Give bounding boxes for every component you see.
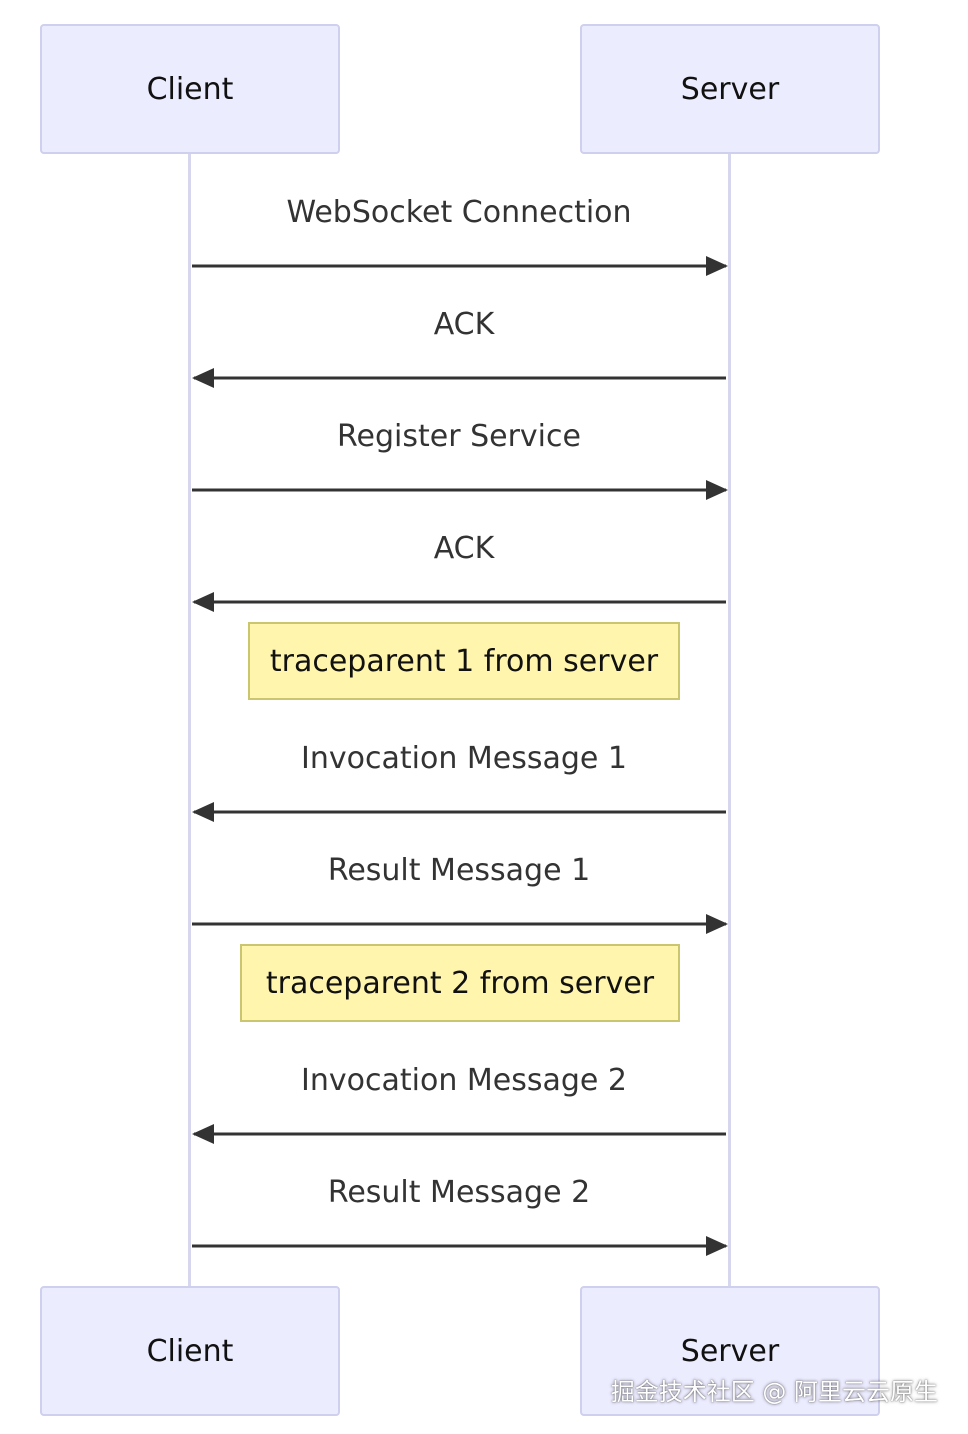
arrowhead-icon xyxy=(192,802,214,822)
message-label: ACK xyxy=(433,531,495,566)
server-actor-label: Server xyxy=(680,71,780,107)
arrowhead-icon xyxy=(706,914,728,934)
message-label: Result Message 2 xyxy=(327,1175,591,1210)
arrowhead-icon xyxy=(192,1124,214,1144)
message-label: Invocation Message 1 xyxy=(301,741,627,776)
client-actor-bottom: Client xyxy=(40,1286,340,1416)
note-text: traceparent 1 from server xyxy=(269,643,659,679)
arrowhead-icon xyxy=(192,592,214,612)
arrowhead-icon xyxy=(706,480,728,500)
note-text: traceparent 2 from server xyxy=(265,965,655,1001)
message-label: Register Service xyxy=(337,419,581,454)
client-actor-label: Client xyxy=(146,1333,234,1369)
server-lifeline xyxy=(728,154,731,1287)
server-actor-label: Server xyxy=(680,1333,780,1369)
server-actor-top: Server xyxy=(580,24,880,154)
message-label: Result Message 1 xyxy=(327,853,591,888)
message-label: Invocation Message 2 xyxy=(301,1063,627,1098)
note-box: traceparent 1 from server xyxy=(248,622,680,700)
client-lifeline xyxy=(188,154,191,1287)
server-actor-bottom: Server xyxy=(580,1286,880,1416)
note-box: traceparent 2 from server xyxy=(240,944,680,1022)
watermark: 掘金技术社区 @ 阿里云云原生 xyxy=(610,1378,938,1406)
message-label: WebSocket Connection xyxy=(286,195,632,230)
message-label: ACK xyxy=(433,307,495,342)
arrowhead-icon xyxy=(706,1236,728,1256)
arrowhead-icon xyxy=(706,256,728,276)
client-actor-label: Client xyxy=(146,71,234,107)
client-actor-top: Client xyxy=(40,24,340,154)
arrowhead-icon xyxy=(192,368,214,388)
